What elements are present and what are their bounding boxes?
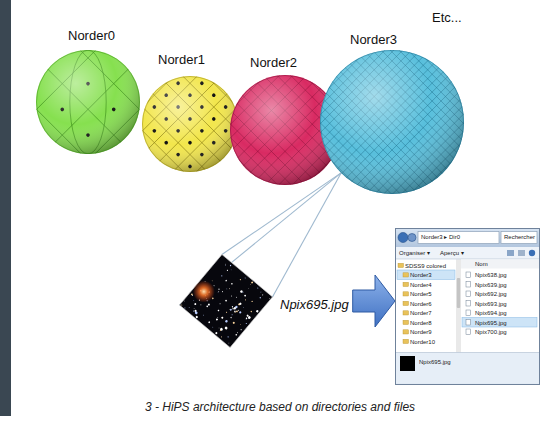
details-pane xyxy=(396,353,539,384)
folder-name: Norder7 xyxy=(410,310,432,317)
column-title: Nom xyxy=(475,261,488,268)
healpix-sphere: Norder0 xyxy=(34,28,142,156)
order-label: Norder3 xyxy=(350,32,397,47)
folder-name: Norder5 xyxy=(410,291,432,298)
sphere-body xyxy=(142,76,238,172)
file-explorer-window: Norder3 ▸ Dir0 RechercherOrganiser ▾ Aperç… xyxy=(395,228,540,385)
thumbnail xyxy=(400,356,415,371)
pixel-grid xyxy=(318,48,466,196)
folder-icon xyxy=(403,301,409,305)
details-file-name: Npix695.jpg xyxy=(419,359,451,366)
slide-edge-band xyxy=(0,0,11,416)
folder-icon xyxy=(403,330,409,334)
file-name: Npix638.jpg xyxy=(475,272,507,279)
pixel-grid xyxy=(140,74,240,174)
toolbar-menu: Aperçu ▾ xyxy=(440,250,464,257)
continuation-label: Etc... xyxy=(432,10,462,25)
selected-file xyxy=(462,318,537,328)
projection-line xyxy=(272,173,341,297)
folder-name: Norder3 xyxy=(410,272,432,279)
folder-icon xyxy=(403,282,409,286)
sphere-illustration xyxy=(318,48,466,196)
search-hint: Rechercher xyxy=(504,234,535,241)
sphere-body xyxy=(36,50,140,154)
sphere-outline xyxy=(143,77,238,172)
folder-icon xyxy=(403,273,409,277)
file-icon xyxy=(466,310,471,316)
scroll-thumb xyxy=(457,278,460,308)
order-label: Norder2 xyxy=(250,55,297,70)
file-name: Npix639.jpg xyxy=(475,282,507,289)
file-icon xyxy=(466,272,471,278)
help-icon xyxy=(529,250,535,256)
toolbar-icon xyxy=(518,250,525,256)
address-box xyxy=(418,232,499,244)
folder-pane xyxy=(396,260,456,353)
file-name-label: Npix695.jpg xyxy=(280,297,349,312)
sphere-body xyxy=(320,50,464,194)
toolbar-icon xyxy=(507,250,514,256)
tile-image: Npix695.jpg xyxy=(176,250,353,352)
back-button xyxy=(398,233,408,243)
sphere-shading xyxy=(142,76,238,172)
folder-name: Norder9 xyxy=(410,329,432,336)
folder-name: Norder10 xyxy=(410,339,435,346)
pixel-grid xyxy=(34,48,142,156)
order-label: Norder0 xyxy=(68,28,115,43)
figure-caption: 3 - HiPS architecture based on directori… xyxy=(12,400,548,414)
column-header xyxy=(461,260,539,269)
file-icon xyxy=(466,329,471,335)
search-box xyxy=(501,232,537,244)
folder-icon xyxy=(403,339,409,343)
file-icon xyxy=(466,282,471,288)
block-arrow xyxy=(353,275,395,327)
folder-icon xyxy=(403,292,409,296)
toolbar-menu: Organiser ▾ xyxy=(399,250,430,257)
sphere-illustration xyxy=(34,48,142,156)
block-arrow-shape xyxy=(353,275,395,327)
healpix-sphere: Norder3 xyxy=(318,32,466,196)
file-name: Npix692.jpg xyxy=(475,291,507,298)
scrollbar xyxy=(456,260,461,353)
file-icon xyxy=(466,291,471,297)
selected-folder xyxy=(397,270,455,280)
folder-icon xyxy=(398,263,404,267)
sphere-shading xyxy=(36,50,140,154)
order-label: Norder1 xyxy=(158,52,205,67)
folder-name: Norder8 xyxy=(410,320,432,327)
address-path: Norder3 ▸ Dir0 xyxy=(421,234,460,241)
projection-line xyxy=(222,173,341,255)
folder-name: Norder4 xyxy=(410,282,432,289)
sphere-shading xyxy=(320,50,464,194)
file-icon xyxy=(466,320,471,326)
file-name: Npix700.jpg xyxy=(475,329,507,336)
window-border xyxy=(396,229,540,385)
file-icon xyxy=(466,301,471,307)
star-field-image xyxy=(176,250,280,352)
healpix-sphere: Norder1 xyxy=(140,52,240,174)
forward-button xyxy=(408,234,416,242)
sphere-illustration xyxy=(140,74,240,174)
folder-icon xyxy=(403,311,409,315)
file-pane xyxy=(461,260,539,353)
toolbar xyxy=(396,247,539,259)
folder-name: Norder6 xyxy=(410,301,432,308)
sphere-outline xyxy=(37,51,140,154)
sphere-outline xyxy=(321,51,464,194)
file-name: Npix695.jpg xyxy=(475,320,507,327)
file-name: Npix694.jpg xyxy=(475,310,507,317)
file-name: Npix693.jpg xyxy=(475,301,507,308)
title-bar xyxy=(396,229,539,247)
folder-icon xyxy=(403,320,409,324)
folder-name: SDSS9 colored xyxy=(405,263,446,270)
